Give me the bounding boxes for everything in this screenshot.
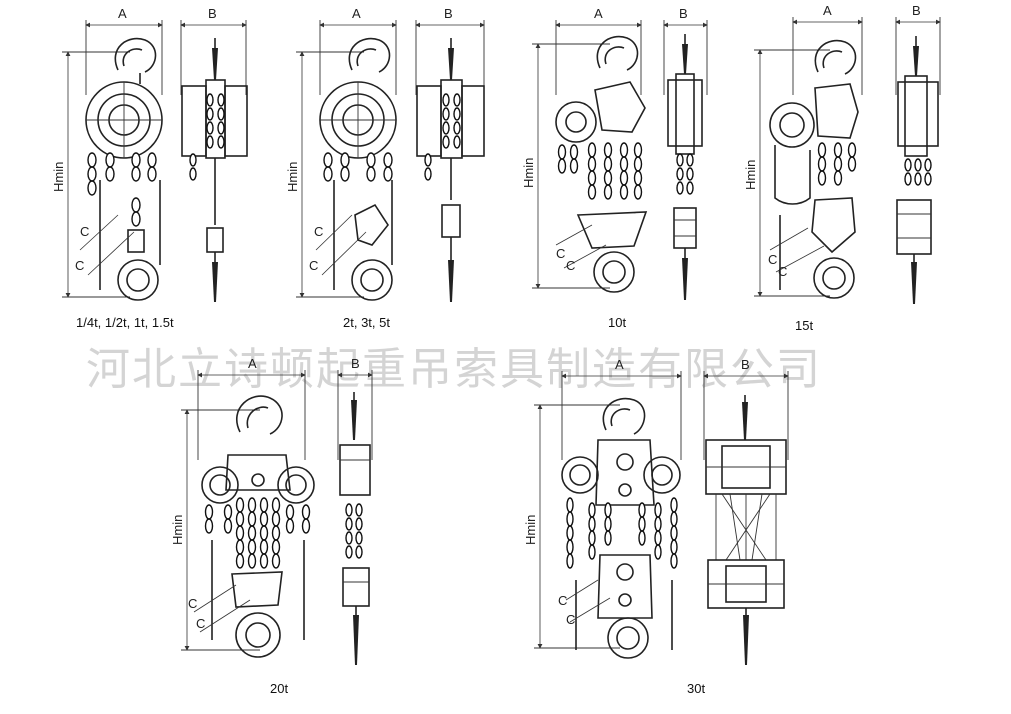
dim-b-label: B — [208, 6, 217, 21]
hoist-5-side-view: B — [337, 356, 373, 665]
capacity-label-6: 30t — [687, 681, 705, 696]
dim-b-label-5: B — [351, 356, 360, 371]
dim-a-label-5: A — [248, 356, 257, 371]
hoist-5-front-view: A Hmin C C — [170, 356, 315, 658]
hoist-2-front-view: A Hmin C C — [285, 6, 397, 301]
dim-c-label-9: C — [188, 596, 197, 611]
dim-c-label-3: C — [314, 224, 323, 239]
dim-c-label-5: C — [556, 246, 565, 261]
hoist-1-side-view: B — [180, 6, 248, 302]
dim-hmin-label-2: Hmin — [285, 162, 300, 192]
dim-c-label-12: C — [566, 612, 575, 627]
hoist-3-side-view: B — [663, 6, 708, 300]
dim-hmin-label-6: Hmin — [523, 515, 538, 545]
hoist-6-side-view: B — [703, 357, 789, 665]
dim-c-label-8: C — [778, 264, 787, 279]
hoist-3-front-view: A Hmin C C — [521, 6, 648, 293]
dim-a-label-4: A — [823, 3, 832, 18]
hoist-4-front-view: A Hmin C C — [743, 3, 863, 299]
dim-hmin-label-3: Hmin — [521, 158, 536, 188]
dim-a-label-2: A — [352, 6, 361, 21]
dim-c-label-11: C — [558, 593, 567, 608]
dim-b-label-3: B — [679, 6, 688, 21]
capacity-label-1: 1/4t, 1/2t, 1t, 1.5t — [76, 315, 174, 330]
dim-a-label-6: A — [615, 357, 624, 372]
capacity-label-3: 10t — [608, 315, 626, 330]
dim-c-label-7: C — [768, 252, 777, 267]
dim-c-label-10: C — [196, 616, 205, 631]
dim-b-label-4: B — [912, 3, 921, 18]
dim-a-label-3: A — [594, 6, 603, 21]
company-watermark: 河北立诗顿起重吊索具制造有限公司 — [86, 344, 822, 395]
hoist-1-front-view: A Hmin C C — [51, 6, 163, 301]
dim-c-label-4: C — [309, 258, 318, 273]
hoist-6-front-view: A Hmin C C — [523, 357, 682, 659]
hoist-4-side-view: B — [895, 3, 941, 304]
capacity-label-2: 2t, 3t, 5t — [343, 315, 390, 330]
capacity-label-5: 20t — [270, 681, 288, 696]
dim-c-label-6: C — [566, 258, 575, 273]
dim-b-label-6: B — [741, 357, 750, 372]
dim-c-label-2: C — [75, 258, 84, 273]
dim-hmin-label-5: Hmin — [170, 515, 185, 545]
dim-hmin-label: Hmin — [51, 162, 66, 192]
dim-a-label: A — [118, 6, 127, 21]
dim-b-label-2: B — [444, 6, 453, 21]
dim-c-label: C — [80, 224, 89, 239]
dim-hmin-label-4: Hmin — [743, 160, 758, 190]
capacity-label-4: 15t — [795, 318, 813, 333]
hoist-2-side-view: B — [415, 6, 485, 302]
